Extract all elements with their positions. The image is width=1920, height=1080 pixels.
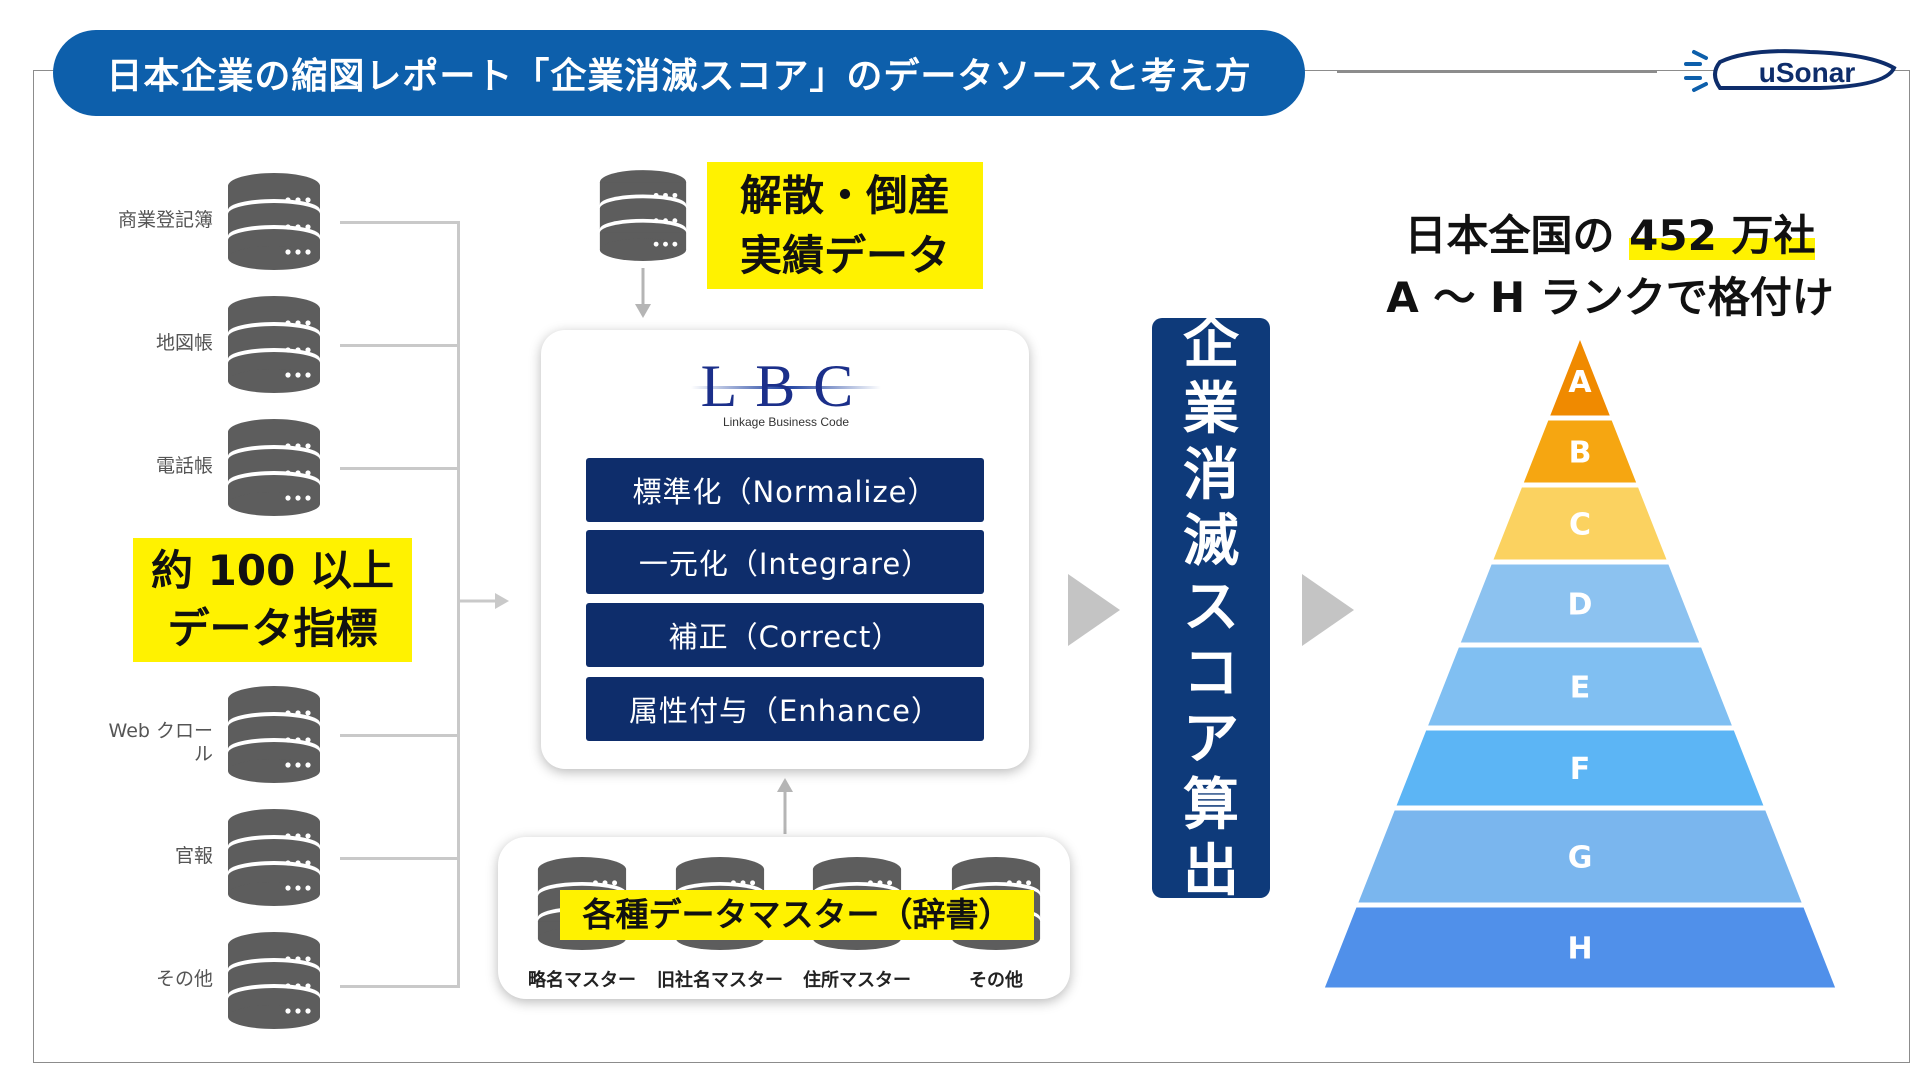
database-icon: [226, 931, 322, 1031]
source-label-phonebook: 電話帳: [155, 455, 213, 477]
metric-line1: 約 100 以上: [151, 546, 394, 595]
step-integrate: 一元化（Integrare）: [586, 530, 984, 594]
connector-line: [340, 221, 460, 224]
lbc-panel: LBC Linkage Business Code 標準化（Normalize）…: [541, 330, 1029, 769]
result-line2: A ～ H ランクで格付け: [1386, 273, 1834, 322]
rank-pyramid: A B C D E F G H: [1324, 340, 1836, 988]
score-char: 業: [1183, 377, 1239, 442]
master-label-abbreviation: 略名マスター: [528, 970, 636, 991]
step-correct: 補正（Correct）: [586, 603, 984, 667]
bankruptcy-line2: 実績データ: [739, 230, 950, 280]
score-char: コ: [1183, 641, 1239, 706]
source-label-web-crawl: Web クロール: [108, 720, 213, 765]
database-icon: [226, 808, 322, 908]
lbc-logo-text: LBC: [701, 353, 872, 419]
title-rule: [1337, 71, 1657, 73]
source-label-commercial-registry: 商業登記簿: [117, 209, 213, 231]
logo-text: uSonar: [1759, 57, 1856, 88]
master-label-other: その他: [969, 970, 1023, 991]
score-char: 滅: [1183, 509, 1239, 574]
rank-tier-h: [1324, 907, 1836, 988]
result-heading: 日本全国の 452 万社 A ～ H ランクで格付け: [1340, 205, 1880, 329]
database-icon: [226, 418, 322, 518]
score-char: 企: [1183, 311, 1239, 376]
master-data-title: 各種データマスター（辞書）: [560, 890, 1034, 940]
connector-line: [340, 857, 460, 860]
result-line1-prefix: 日本全国の: [1404, 211, 1630, 260]
source-label-map: 地図帳: [155, 332, 213, 354]
rank-label-b: B: [1569, 436, 1592, 471]
step-normalize: 標準化（Normalize）: [586, 458, 984, 522]
master-label-former-name: 旧社名マスター: [657, 970, 783, 991]
page-title: 日本企業の縮図レポート「企業消滅スコア」のデータソースと考え方: [53, 30, 1305, 116]
score-char: 出: [1183, 839, 1239, 904]
connector-line: [340, 985, 460, 988]
rank-label-f: F: [1570, 752, 1591, 787]
metric-line2: データ指標: [167, 604, 378, 653]
score-char: 算: [1183, 773, 1239, 838]
source-label-other: その他: [155, 968, 213, 990]
triangle-arrow-icon: [1068, 574, 1120, 646]
arrow-right-icon: [459, 593, 509, 609]
bankruptcy-data-label: 解散・倒産 実績データ: [707, 162, 983, 289]
rank-label-h: H: [1567, 932, 1592, 967]
connector-line: [340, 344, 460, 347]
score-calculation-box: 企 業 消 滅 ス コ ア 算 出: [1152, 311, 1270, 904]
rank-tier-d: [1460, 564, 1700, 643]
score-char: 消: [1183, 443, 1239, 508]
rank-tier-f: [1396, 730, 1764, 806]
database-icon: [226, 685, 322, 785]
database-icon: [226, 295, 322, 395]
rank-tier-e: [1428, 647, 1732, 726]
score-char: ア: [1183, 707, 1239, 772]
arrow-up-icon: [777, 778, 793, 834]
rank-label-g: G: [1568, 841, 1593, 876]
triangle-arrow-icon: [1302, 574, 1354, 646]
database-icon: [226, 172, 322, 272]
rank-tier-c: [1493, 487, 1667, 560]
connector-line: [340, 467, 460, 470]
rank-tier-a: [1550, 340, 1610, 416]
rank-label-c: C: [1569, 508, 1591, 543]
rank-tier-g: [1358, 810, 1802, 903]
lbc-logo-subtitle: Linkage Business Code: [723, 415, 849, 429]
rank-tier-b: [1523, 420, 1637, 483]
connector-trunk: [457, 221, 460, 988]
database-icon: [598, 168, 688, 264]
lbc-logo: LBC Linkage Business Code: [691, 353, 881, 429]
source-label-gazette: 官報: [174, 845, 213, 867]
arrow-down-icon: [635, 268, 651, 318]
connector-line: [340, 734, 460, 737]
master-label-address: 住所マスター: [803, 970, 911, 991]
result-company-count: 452 万社: [1629, 211, 1816, 260]
rank-label-a: A: [1568, 365, 1592, 400]
score-char: ス: [1183, 575, 1239, 640]
rank-label-e: E: [1570, 671, 1591, 706]
step-enhance: 属性付与（Enhance）: [586, 677, 984, 741]
rank-label-d: D: [1568, 588, 1593, 623]
metric-highlight: 約 100 以上 データ指標: [133, 538, 412, 662]
usonar-logo: uSonar: [1684, 49, 1897, 92]
bankruptcy-line1: 解散・倒産: [739, 170, 950, 220]
